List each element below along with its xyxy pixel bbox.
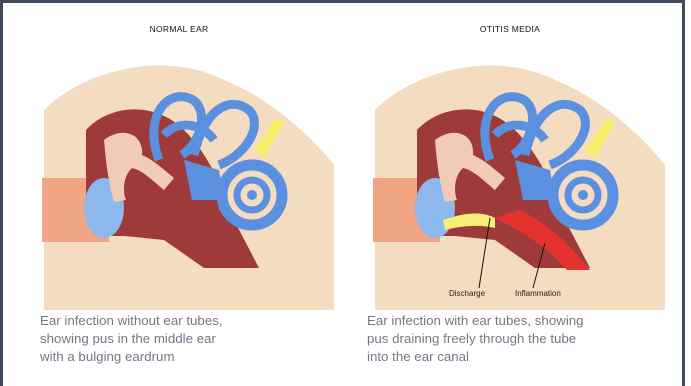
panel-title: NORMAL EAR: [14, 24, 344, 34]
normal-ear-illustration: [14, 40, 344, 310]
otitis-media-panel: OTITIS MEDIA Discharge Inflammation Ear …: [345, 0, 675, 386]
caption-line: pus draining freely through the tube: [367, 330, 667, 348]
inflammation-label: Inflammation: [515, 289, 561, 298]
caption-line: into the ear canal: [367, 348, 667, 366]
discharge-label: Discharge: [449, 289, 486, 298]
caption-line: Ear infection without ear tubes,: [40, 312, 310, 330]
caption-line: Ear infection with ear tubes, showing: [367, 312, 667, 330]
otitis-media-illustration: Discharge Inflammation: [345, 40, 675, 310]
panel-caption: Ear infection without ear tubes, showing…: [40, 312, 310, 366]
panel-title: OTITIS MEDIA: [345, 24, 675, 34]
normal-ear-panel: NORMAL EAR Ear infection without ear tub…: [14, 0, 344, 386]
caption-line: showing pus in the middle ear: [40, 330, 310, 348]
panel-caption: Ear infection with ear tubes, showing pu…: [367, 312, 667, 366]
caption-line: with a bulging eardrum: [40, 348, 310, 366]
